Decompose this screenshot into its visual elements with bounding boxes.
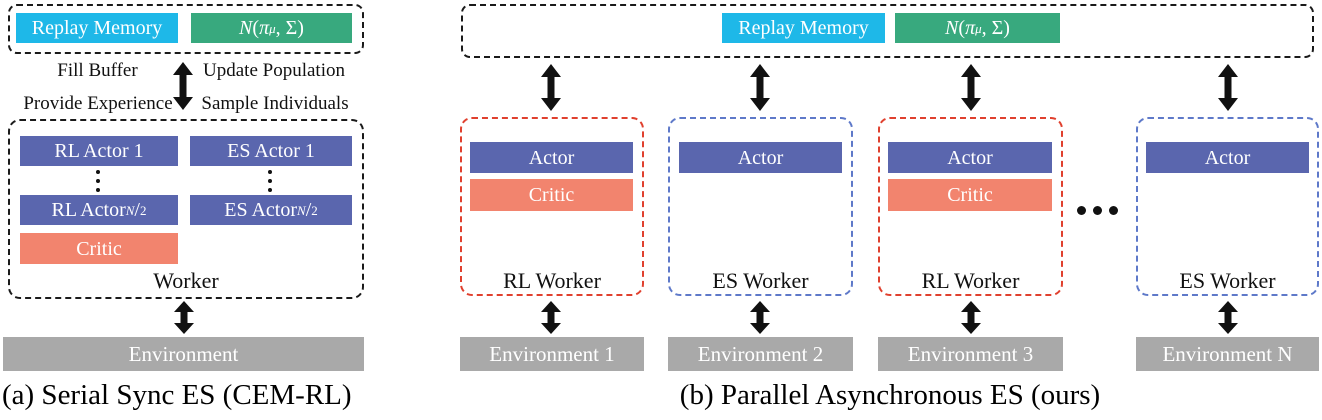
environment-n-box: Environment N: [1136, 337, 1319, 371]
rl-actor-1-label: RL Actor 1: [54, 140, 144, 162]
gaussian-sub: μ: [269, 20, 276, 36]
es-actor-n-slash: /: [305, 199, 312, 221]
environment-label: Environment: [128, 341, 239, 366]
critic-label: Critic: [76, 237, 122, 260]
double-arrow-icon: [171, 301, 197, 334]
panel-a-population-box: [8, 4, 364, 54]
panel-a-caption: (a) Serial Sync ES (CEM-RL): [2, 379, 352, 411]
rl-actor-1-box: RL Actor 1: [20, 136, 178, 166]
double-arrow-icon: [1215, 301, 1241, 334]
rl-worker-3-box: [878, 117, 1063, 296]
rl-actor-n-sub: 2: [139, 202, 147, 218]
actor-box: Actor: [1146, 142, 1309, 173]
rl-worker-1-label: RL Worker: [503, 268, 601, 293]
double-arrow-icon: [538, 64, 564, 111]
es-actor-n-sub: 2: [311, 202, 318, 218]
rl-worker-3-label: RL Worker: [921, 268, 1020, 293]
replay-memory-box: Replay Memory: [16, 13, 178, 43]
environment-1-box: Environment 1: [460, 337, 644, 371]
double-arrow-icon: [958, 64, 984, 111]
environment-2-box: Environment 2: [668, 337, 853, 371]
gaussian-pi: π: [259, 17, 270, 39]
gaussian-close: , Σ): [981, 17, 1010, 39]
fill-buffer-label: Fill Buffer: [57, 60, 138, 81]
critic-label: Critic: [947, 184, 993, 206]
es-worker-n-label: ES Worker: [1179, 268, 1276, 293]
double-arrow-icon: [747, 64, 773, 111]
double-arrow-icon: [958, 301, 984, 334]
rl-actor-n-box: RL Actor N/2: [20, 195, 178, 225]
critic-label: Critic: [528, 184, 575, 206]
gaussian-n: N: [239, 17, 253, 39]
sample-individuals-label: Sample Individuals: [201, 93, 349, 114]
critic-box: Critic: [888, 179, 1052, 211]
vertical-ellipsis-icon: [268, 170, 272, 192]
es-actor-n-box: ES Actor N/2: [190, 195, 352, 225]
critic-box: Critic: [470, 179, 633, 211]
actor-label: Actor: [1204, 146, 1251, 169]
replay-memory-box: Replay Memory: [722, 13, 885, 43]
rl-actor-n-sup: N: [125, 202, 135, 218]
rl-actor-n-prefix: RL Actor: [51, 199, 126, 221]
update-population-label: Update Population: [203, 60, 345, 81]
actor-box: Actor: [470, 142, 633, 173]
double-arrow-icon: [538, 301, 564, 334]
es-worker-2-label: ES Worker: [712, 268, 809, 293]
gaussian-open: (: [252, 17, 260, 39]
environment-3-label: Environment 3: [907, 341, 1034, 366]
actor-label: Actor: [528, 146, 575, 169]
es-worker-2-box: [668, 117, 853, 296]
panel-a-worker-box: [8, 119, 364, 299]
double-arrow-icon: [1215, 64, 1241, 111]
double-arrow-icon: [747, 301, 773, 334]
critic-box: Critic: [20, 233, 178, 264]
replay-memory-label: Replay Memory: [738, 17, 869, 39]
es-actor-1-box: ES Actor 1: [190, 136, 352, 166]
es-actor-n-prefix: ES Actor: [224, 199, 298, 221]
gaussian-close: , Σ): [275, 17, 304, 39]
vertical-ellipsis-icon: [96, 170, 100, 192]
horizontal-ellipsis-icon: [1077, 206, 1118, 215]
environment-box: Environment: [3, 337, 364, 371]
double-arrow-icon: [170, 62, 196, 110]
actor-box: Actor: [888, 142, 1052, 173]
actor-label: Actor: [947, 146, 993, 169]
environment-n-label: Environment N: [1162, 341, 1293, 366]
es-actor-n-sup: N: [297, 202, 306, 218]
replay-memory-label: Replay Memory: [31, 17, 163, 39]
gaussian-pi: π: [965, 17, 976, 39]
gaussian-open: (: [958, 17, 966, 39]
worker-label: Worker: [153, 268, 219, 293]
panel-b-caption: (b) Parallel Asynchronous ES (ours): [679, 379, 1101, 411]
gaussian-sub: μ: [975, 20, 982, 36]
gaussian-n: N: [945, 17, 959, 39]
environment-1-label: Environment 1: [489, 341, 615, 366]
environment-2-label: Environment 2: [697, 341, 824, 366]
environment-3-box: Environment 3: [878, 337, 1063, 371]
panel-b-population-box: [461, 4, 1314, 58]
actor-box: Actor: [679, 142, 842, 173]
actor-label: Actor: [737, 146, 784, 169]
rl-worker-1-box: [460, 117, 644, 296]
provide-experience-label: Provide Experience: [23, 93, 173, 114]
es-worker-n-box: [1136, 117, 1319, 296]
rl-actor-n-slash: /: [134, 199, 140, 221]
es-actor-1-label: ES Actor 1: [227, 140, 315, 162]
